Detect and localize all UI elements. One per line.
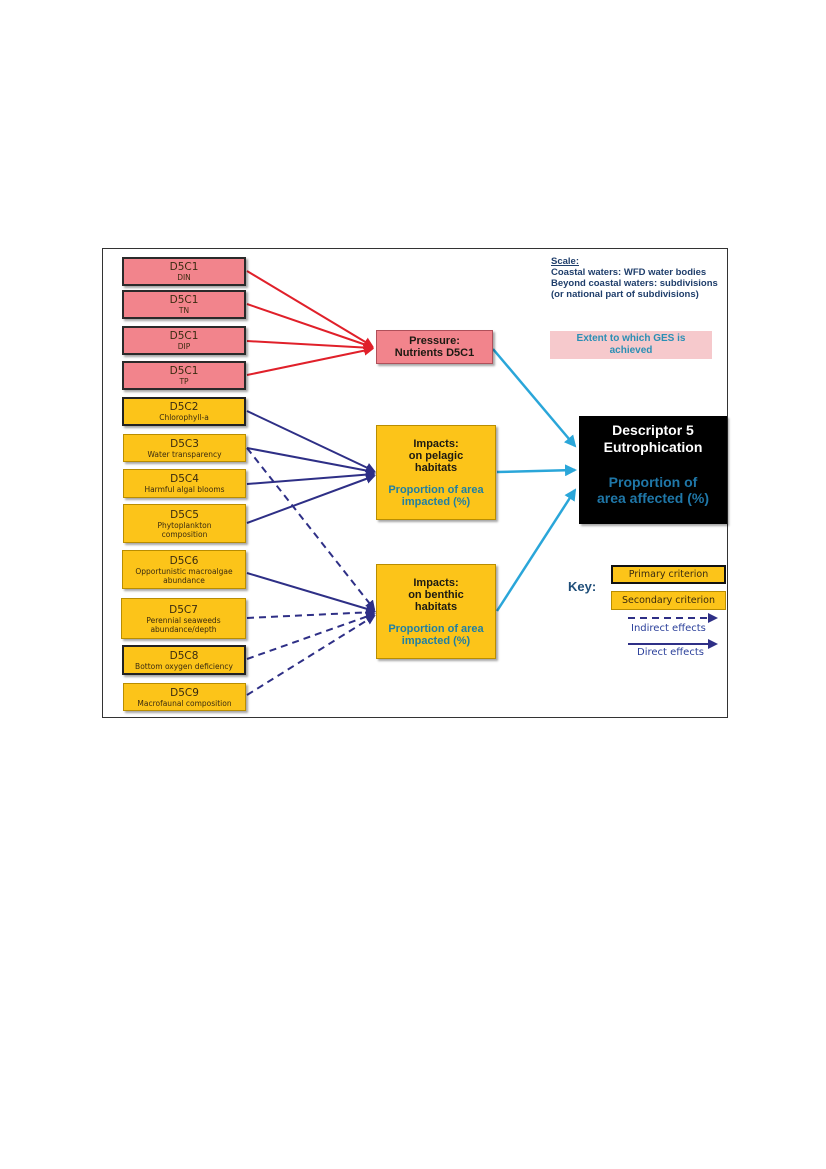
pressure-label: Pressure: [409, 335, 460, 347]
benthic-title-line3: habitats [414, 600, 458, 613]
descriptor-subtitle: Eutrophication [603, 439, 703, 455]
criterion-name: TN [178, 306, 190, 315]
criterion-tn: D5C1 TN [122, 290, 246, 319]
criterion-name: Harmful algal blooms [144, 485, 225, 494]
criterion-code: D5C4 [170, 473, 199, 485]
criterion-code: D5C6 [169, 554, 199, 567]
criterion-code: D5C9 [170, 686, 199, 699]
key-indirect-label: Indirect effects [631, 623, 706, 634]
key-secondary-swatch: Secondary criterion [611, 591, 726, 610]
pelagic-title-line3: habitats [414, 461, 458, 474]
ges-extent-label: Extent to which GES is achieved [576, 333, 686, 356]
benthic-title-line2: on benthic [408, 588, 464, 601]
scale-beyond: Beyond coastal waters: subdivisions (or … [551, 278, 718, 300]
criterion-name: Perennial seaweeds abundance/depth [146, 615, 221, 634]
criterion-name: Water transparency [147, 449, 222, 459]
key-primary-swatch: Primary criterion [611, 565, 726, 584]
criterion-code: D5C7 [169, 603, 198, 616]
criterion-name: DIN [177, 273, 191, 282]
ges-extent-box: Extent to which GES is achieved [550, 331, 712, 359]
key-title: Key: [568, 579, 597, 594]
criterion-name: Macrofaunal composition [137, 698, 232, 708]
criterion-code: D5C1 [169, 261, 199, 273]
descriptor-title: Descriptor 5 [612, 422, 694, 438]
criterion-tp: D5C1 TP [122, 361, 246, 390]
pelagic-title: Impacts: [413, 437, 459, 450]
criterion-name: Phytoplankton composition [157, 520, 212, 539]
criterion-name: TP [179, 377, 189, 386]
criterion-name: Opportunistic macroalgae abundance [135, 566, 233, 585]
criterion-phytoplankton-composition: D5C5 Phytoplankton composition [123, 504, 246, 543]
criterion-harmful-algal-blooms: D5C4 Harmful algal blooms [123, 469, 246, 498]
criterion-macrofaunal-composition: D5C9 Macrofaunal composition [123, 683, 246, 711]
criterion-opportunistic-macroalgae: D5C6 Opportunistic macroalgae abundance [122, 550, 246, 589]
key-secondary-label: Secondary criterion [621, 595, 716, 606]
criterion-din: D5C1 DIN [122, 257, 246, 286]
criterion-name: DIP [177, 342, 191, 351]
criterion-name: Bottom oxygen deficiency [135, 661, 233, 671]
criterion-dip: D5C1 DIP [122, 326, 246, 355]
key-direct-label: Direct effects [637, 647, 704, 658]
criterion-code: D5C1 [169, 294, 199, 306]
criterion-code: D5C8 [169, 649, 199, 662]
key-primary-label: Primary criterion [628, 569, 709, 580]
benthic-impacts-box: Impacts: on benthic habitats Proportion … [376, 564, 496, 659]
criterion-code: D5C1 [169, 330, 199, 342]
scale-note: Scale: Coastal waters: WFD water bodies … [551, 256, 721, 300]
criterion-water-transparency: D5C3 Water transparency [123, 434, 246, 462]
criterion-chlorophyll-a: D5C2 Chlorophyll-a [122, 397, 246, 426]
criterion-code: D5C2 [169, 401, 199, 413]
pelagic-measure: Proportion of area impacted (%) [388, 483, 484, 508]
scale-heading: Scale: [551, 256, 579, 267]
criterion-perennial-seaweeds: D5C7 Perennial seaweeds abundance/depth [121, 598, 246, 639]
pelagic-title-line2: on pelagic [408, 449, 464, 462]
benthic-title: Impacts: [413, 576, 459, 589]
criterion-code: D5C5 [170, 508, 199, 521]
descriptor-5-box: Descriptor 5 Eutrophication Proportion o… [579, 416, 727, 524]
criterion-code: D5C3 [170, 437, 199, 450]
descriptor-measure: Proportion of area affected (%) [596, 474, 710, 506]
pelagic-impacts-box: Impacts: on pelagic habitats Proportion … [376, 425, 496, 520]
criterion-code: D5C1 [169, 365, 199, 377]
scale-coastal: Coastal waters: WFD water bodies [551, 267, 707, 278]
pressure-box: Pressure: Nutrients D5C1 [376, 330, 493, 364]
benthic-measure: Proportion of area impacted (%) [388, 622, 484, 647]
criterion-bottom-oxygen: D5C8 Bottom oxygen deficiency [122, 645, 246, 675]
pressure-subject: Nutrients D5C1 [394, 347, 475, 359]
criterion-name: Chlorophyll-a [159, 413, 209, 422]
